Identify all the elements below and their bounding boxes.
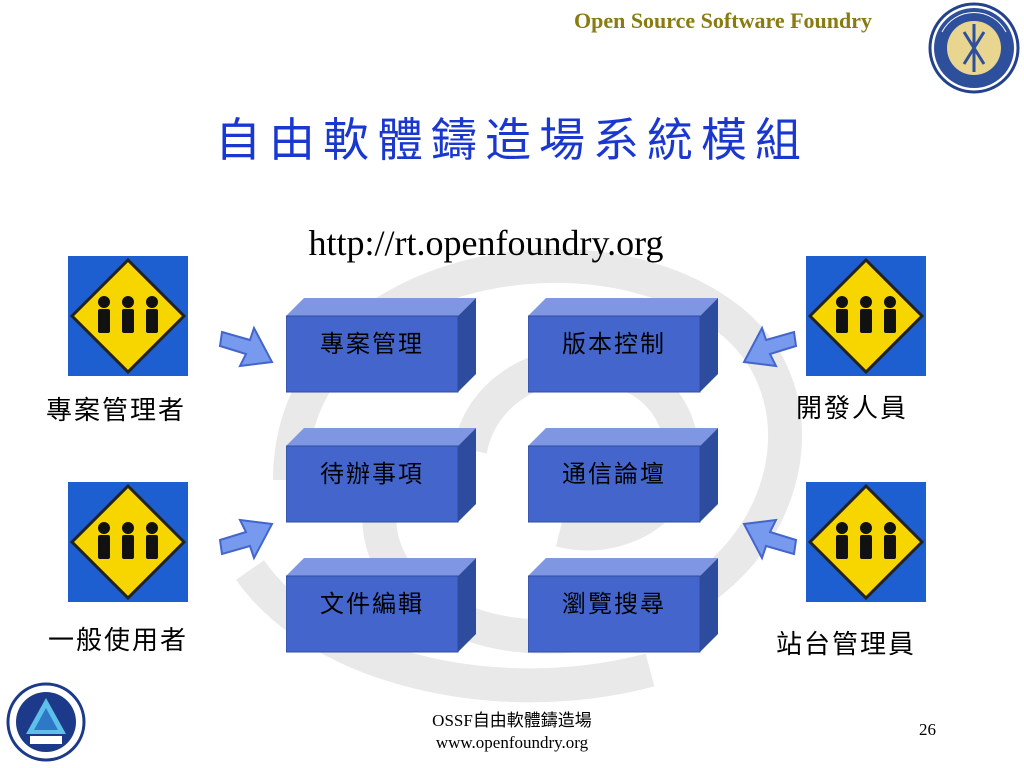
url-text: http://rt.openfoundry.org [308,223,664,263]
background-watermark [236,248,802,703]
people-warning-sign-icon [68,256,188,376]
module-block: 版本控制 [528,298,718,394]
institute-logo [6,682,86,762]
module-label-browse-search: 瀏覽搜尋 [562,590,666,618]
people-warning-sign-icon [806,256,926,376]
module-block: 通信論壇 [528,428,718,524]
academia-sinica-seal [928,2,1020,94]
arrow-right-icon [218,518,274,561]
module-block: 瀏覽搜尋 [528,558,718,654]
role-label-project-manager: 專案管理者 [46,396,187,426]
footer-line-2: www.openfoundry.org [435,733,589,752]
people-warning-sign-icon [806,482,926,602]
module-label-project-management: 專案管理 [320,330,424,358]
role-label-general-user: 一般使用者 [48,626,189,656]
slide-title: 自由軟體鑄造場系統模組 [215,113,809,167]
module-label-forum: 通信論壇 [562,460,666,488]
arrow-right-icon [218,325,274,368]
footer-text: OSSF自由軟體鑄造場 www.openfoundry.org [0,710,1024,754]
module-label-version-control: 版本控制 [562,330,666,358]
module-label-todo-items: 待辦事項 [320,460,424,488]
header-org-name: Open Source Software Foundry [573,8,872,33]
arrow-left-icon [742,325,798,368]
module-label-doc-editing: 文件編輯 [320,590,424,618]
arrow-left-icon [742,518,798,561]
footer-line-1: OSSF自由軟體鑄造場 [432,711,592,730]
role-label-developer: 開發人員 [796,394,909,424]
module-block: 專案管理 [286,298,476,394]
role-label-site-admin: 站台管理員 [776,630,917,660]
module-block: 待辦事項 [286,428,476,524]
people-warning-sign-icon [68,482,188,602]
module-block: 文件編輯 [286,558,476,654]
page-number: 26 [919,720,936,739]
